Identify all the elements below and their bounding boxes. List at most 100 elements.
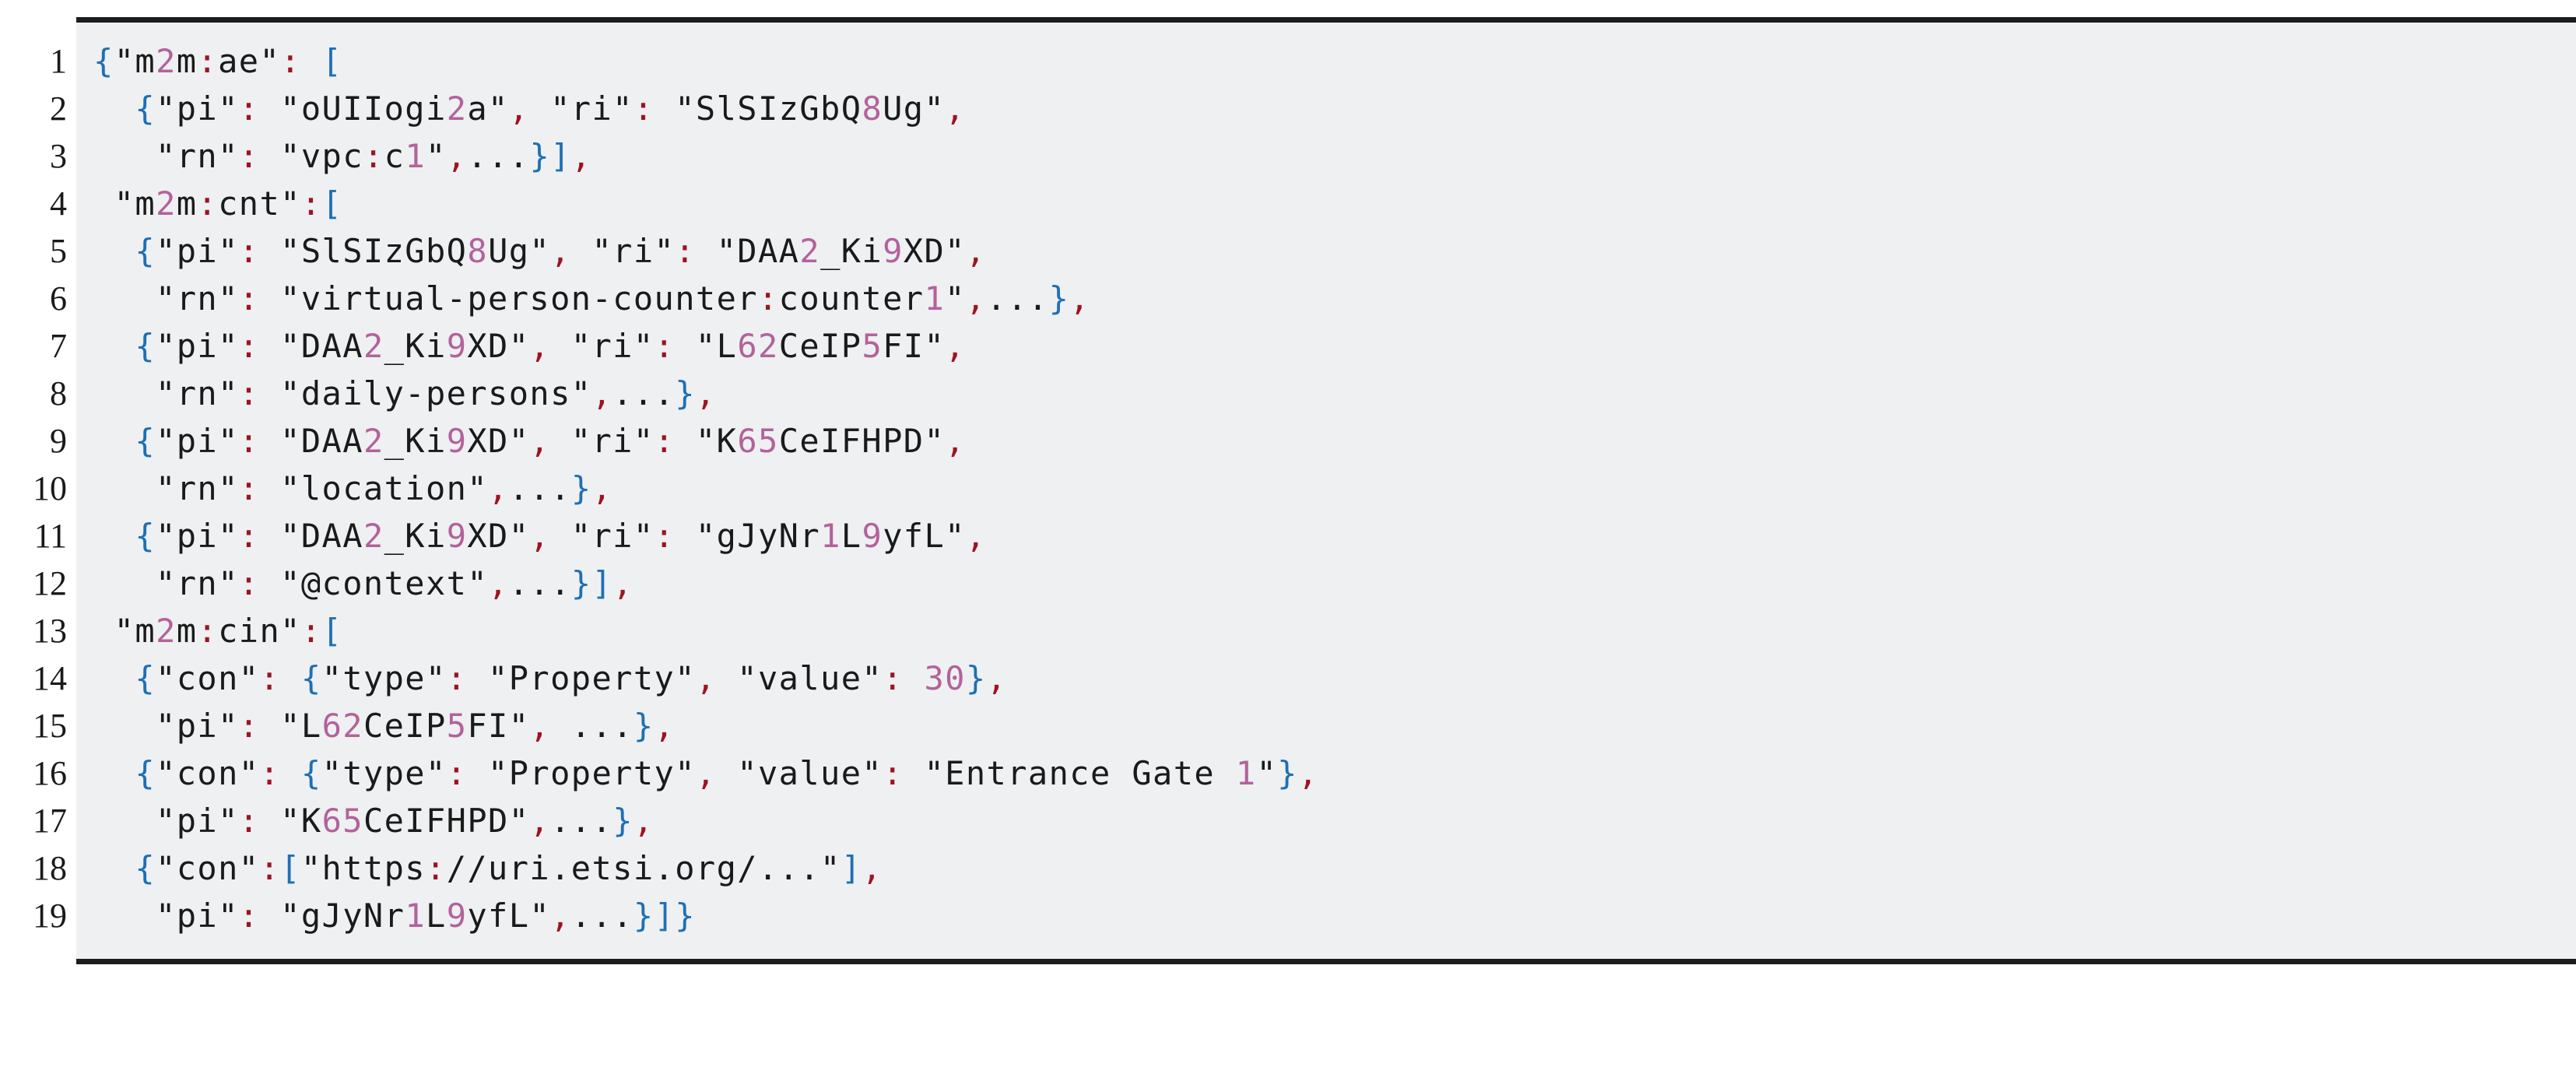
line-number: 18: [33, 849, 67, 887]
code-token-punct: ,: [945, 422, 966, 460]
code-token-plain: [93, 517, 135, 555]
code-token-num: 1: [1235, 754, 1257, 792]
code-token-num: 2: [799, 232, 821, 270]
code-token-plain: "rn": [93, 469, 239, 507]
code-token-plain: "value": [716, 754, 883, 792]
code-token-punct: :: [280, 42, 301, 80]
code-token-punct: :: [238, 422, 260, 460]
code-token-plain: yfL": [467, 897, 551, 935]
code-token-plain: "L: [675, 327, 738, 365]
line-number: 3: [50, 137, 67, 175]
code-token-punct: ,: [612, 564, 633, 602]
code-token-punct: ,: [633, 802, 655, 840]
code-token-brace: [: [321, 612, 343, 650]
code-line: "pi": "L62CeIP5FI", ...},: [76, 702, 2576, 749]
code-token-plain: FI": [883, 327, 946, 365]
code-token-plain: XD": [467, 517, 530, 555]
code-token-brace: {: [135, 327, 156, 365]
code-token-brace: }: [1277, 754, 1298, 792]
code-token-plain: _Ki: [820, 232, 883, 270]
code-token-num: 65: [321, 802, 363, 840]
line-number: 14: [33, 659, 67, 697]
code-token-punct: ,: [591, 374, 613, 412]
code-token-num: 1: [405, 137, 426, 175]
line-number: 10: [33, 469, 67, 507]
code-token-punct: :: [300, 184, 322, 223]
code-token-plain: a": [467, 90, 509, 128]
code-line: "pi": "gJyNr1L9yfL",...}]}: [76, 892, 2576, 939]
code-token-plain: "m: [93, 184, 156, 223]
code-token-plain: "ri": [550, 517, 655, 555]
code-token-punct: ,: [965, 279, 987, 318]
code-token-plain: ae": [218, 42, 281, 80]
code-token-punct: ,: [965, 232, 987, 270]
code-token-plain: ...: [508, 564, 571, 602]
code-token-plain: XD": [467, 327, 530, 365]
code-token-brace: }: [633, 897, 655, 935]
code-token-punct: ,: [529, 422, 551, 460]
code-token-plain: ": [1256, 754, 1278, 792]
code-token-brace: {: [135, 659, 156, 697]
line-number: 6: [50, 279, 67, 318]
code-token-brace: ]: [841, 849, 862, 887]
code-token-brace: }: [1048, 279, 1070, 318]
code-token-plain: ...: [612, 374, 676, 412]
line-number: 1: [50, 42, 67, 80]
code-token-plain: [904, 659, 925, 697]
code-token-plain: _Ki: [384, 327, 447, 365]
code-token-plain: ...: [550, 802, 613, 840]
code-token-brace: {: [135, 849, 156, 887]
code-line: {"pi": "DAA2_Ki9XD", "ri": "L62CeIP5FI",: [76, 322, 2576, 370]
code-token-num: 2: [363, 517, 384, 555]
code-token-plain: FI": [467, 707, 530, 745]
code-token-plain: XD": [903, 232, 966, 270]
code-token-num: 65: [737, 422, 779, 460]
code-token-plain: "DAA: [259, 517, 363, 555]
code-line: "rn": "daily-persons",...},: [76, 370, 2576, 417]
code-token-brace: {: [135, 90, 156, 128]
code-token-brace: }: [570, 469, 592, 507]
code-token-plain: "location": [259, 469, 489, 507]
code-token-plain: "vpc: [259, 137, 363, 175]
code-token-num: 5: [862, 327, 883, 365]
code-token-plain: ...: [467, 137, 530, 175]
code-token-plain: [93, 422, 135, 460]
code-token-punct: ,: [488, 564, 509, 602]
code-line: {"m2m:ae": [: [76, 37, 2576, 85]
code-token-plain: "pi": [93, 707, 239, 745]
code-line: {"pi": "DAA2_Ki9XD", "ri": "gJyNr1L9yfL"…: [76, 512, 2576, 560]
code-token-plain: XD": [467, 422, 530, 460]
code-token-plain: "ri": [529, 90, 633, 128]
code-token-num: 2: [363, 422, 384, 460]
code-token-punct: :: [446, 754, 468, 792]
code-token-plain: _Ki: [384, 517, 447, 555]
code-token-plain: cin": [218, 612, 301, 650]
code-token-num: 9: [862, 517, 883, 555]
line-number: 13: [33, 612, 67, 650]
code-token-punct: :: [654, 327, 676, 365]
code-token-punct: :: [259, 849, 281, 887]
code-token-plain: [93, 327, 135, 365]
code-token-plain: "ri": [550, 327, 655, 365]
code-token-plain: "oUIIogi: [259, 90, 447, 128]
code-token-plain: [280, 754, 301, 792]
code-token-punct: :: [238, 327, 260, 365]
code-token-plain: "value": [716, 659, 883, 697]
code-token-punct: :: [654, 517, 676, 555]
code-token-plain: c: [384, 137, 405, 175]
code-token-plain: m: [176, 612, 198, 650]
code-token-punct: :: [238, 897, 260, 935]
code-token-brace: [: [280, 849, 301, 887]
code-token-punct: :: [654, 422, 676, 460]
code-token-brace: {: [135, 517, 156, 555]
code-token-punct: :: [633, 90, 655, 128]
code-token-plain: Ug": [488, 232, 551, 270]
code-token-plain: CeIP: [778, 327, 862, 365]
code-token-num: 1: [820, 517, 841, 555]
code-token-punct: :: [238, 564, 260, 602]
code-token-num: 9: [446, 327, 468, 365]
code-token-plain: CeIP: [363, 707, 447, 745]
code-token-plain: "pi": [156, 232, 239, 270]
code-token-plain: "m: [93, 612, 156, 650]
